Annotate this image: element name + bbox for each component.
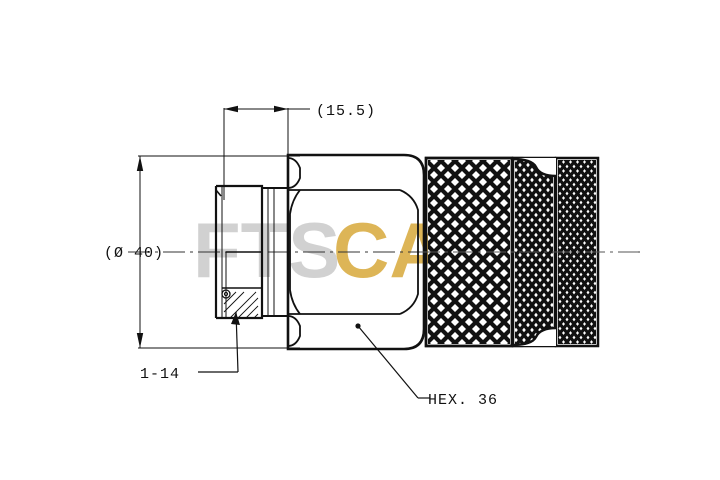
length-dimension-label: (15.5) <box>316 103 376 120</box>
hex-callout-dot <box>355 323 361 329</box>
hex-callout-label: HEX. 36 <box>428 392 498 409</box>
hex-callout: HEX. 36 <box>355 323 498 409</box>
o-ring-symbol <box>221 289 231 299</box>
hex-body <box>286 153 426 351</box>
watermark-primary-text: FTS <box>193 206 340 294</box>
hex-callout-leader-diagonal <box>357 325 419 399</box>
threaded-nose-section <box>214 184 289 320</box>
thread-callout-arrow <box>231 312 240 325</box>
section-hatch <box>223 291 259 319</box>
thread-callout: 1-14 <box>140 311 240 383</box>
diameter-arrow-bottom <box>136 333 144 348</box>
length-arrow-left <box>224 105 238 113</box>
diameter-dimension: (Ø 40) <box>104 155 300 349</box>
diameter-arrow-top <box>136 156 144 171</box>
thread-callout-label: 1-14 <box>140 366 180 383</box>
length-arrow-right <box>274 105 288 113</box>
diameter-dimension-label: (Ø 40) <box>104 245 164 262</box>
